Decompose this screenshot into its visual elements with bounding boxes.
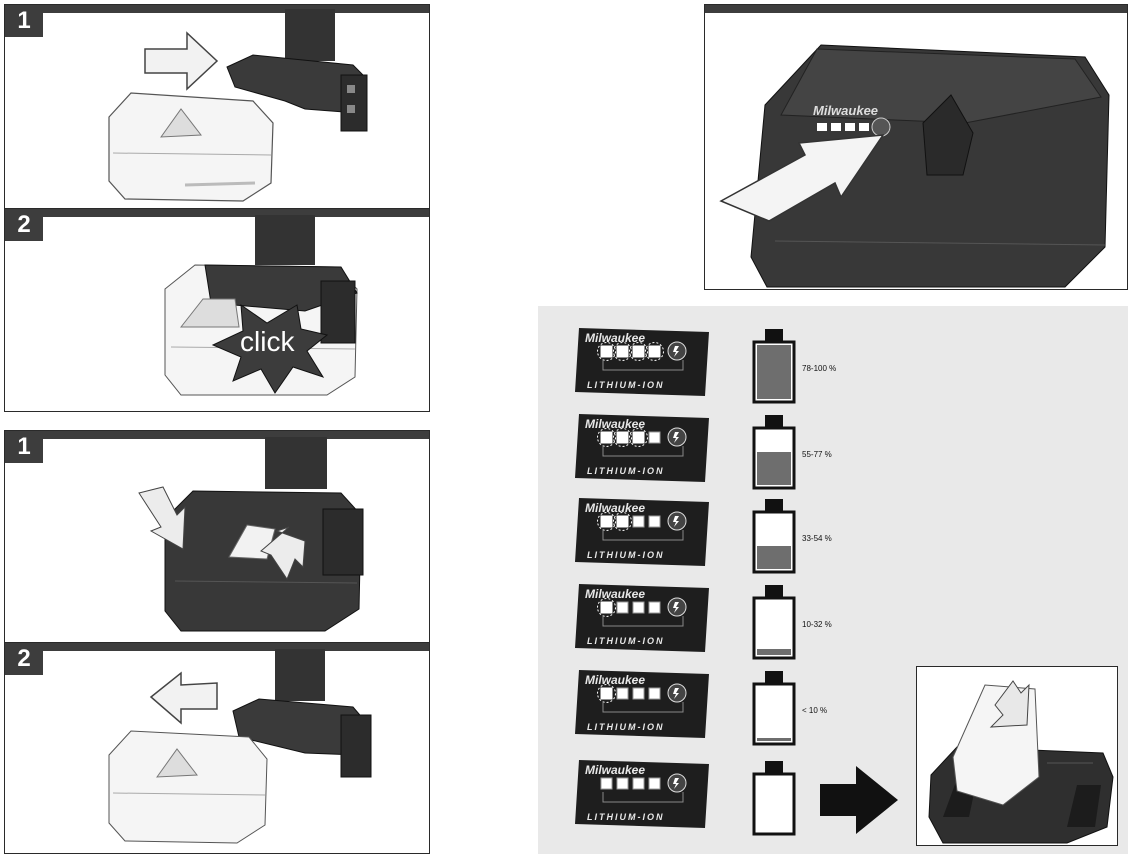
gauge-subtitle: LITHIUM-ION (587, 550, 665, 560)
fuel-gauge-button-panel: Milwaukee (704, 4, 1128, 290)
step-number: 2 (5, 643, 43, 675)
remove-step-1-panel: 1 (4, 430, 430, 644)
panel-header-bar (705, 5, 1127, 13)
brand-logo: Milwaukee (585, 763, 645, 777)
brand-logo: Milwaukee (585, 417, 645, 431)
brand-logo: Milwaukee (585, 331, 645, 345)
click-label: click (240, 326, 295, 357)
release-arrow-icon (260, 526, 306, 581)
charger-panel (916, 666, 1118, 846)
gauge-subtitle: LITHIUM-ION (587, 812, 665, 822)
fuel-gauge-graphic: Milwaukee LITHIUM-ION (573, 758, 711, 830)
click-burst-icon (211, 303, 329, 394)
insert-arrow-icon (989, 680, 1030, 728)
battery-level-icon (752, 670, 798, 746)
panel-header-bar (5, 431, 429, 439)
step-number: 1 (5, 5, 43, 37)
gauge-subtitle: LITHIUM-ION (587, 380, 665, 390)
battery-insert-illustration (108, 9, 368, 202)
led-indicator (859, 123, 869, 131)
step-number: 1 (5, 431, 43, 463)
press-arrow-icon (719, 134, 885, 222)
fuel-gauge-graphic: Milwaukee LITHIUM-ION (573, 326, 711, 398)
brand-logo: Milwaukee (585, 501, 645, 515)
insert-step-1-panel: 1 (4, 4, 430, 210)
insert-step-2-panel: 2 click (4, 208, 430, 412)
battery-remove-illustration (108, 649, 372, 844)
led-indicator (845, 123, 855, 131)
remove-step-2-panel: 2 (4, 642, 430, 854)
push-arrow-icon (144, 31, 219, 91)
gauge-button-icon (871, 117, 891, 137)
charge-percentage-label: 10-32 % (802, 620, 832, 629)
fuel-gauge-graphic: Milwaukee LITHIUM-ION (573, 668, 711, 740)
gauge-subtitle: LITHIUM-ION (587, 722, 665, 732)
gauge-subtitle: LITHIUM-ION (587, 466, 665, 476)
charge-percentage-label: 55-77 % (802, 450, 832, 459)
battery-level-icon (752, 414, 798, 490)
fuel-gauge-graphic: Milwaukee LITHIUM-ION (573, 496, 711, 568)
charge-percentage-label: < 10 % (802, 706, 828, 715)
led-indicator (831, 123, 841, 131)
brand-logo: Milwaukee (813, 103, 878, 118)
battery-level-icon (752, 760, 798, 836)
panel-header-bar (5, 209, 429, 217)
brand-logo: Milwaukee (585, 673, 645, 687)
fuel-gauge-graphic: Milwaukee LITHIUM-ION (573, 412, 711, 484)
gauge-subtitle: LITHIUM-ION (587, 636, 665, 646)
fuel-gauge-press-illustration: Milwaukee (719, 44, 1110, 288)
fuel-gauge-graphic: Milwaukee LITHIUM-ION (573, 582, 711, 654)
step-number: 2 (5, 209, 43, 241)
panel-header-bar (5, 643, 429, 651)
charger-illustration (928, 680, 1114, 844)
charge-percentage-label: 78-100 % (802, 364, 837, 373)
battery-release-illustration (138, 437, 364, 632)
release-arrow-icon (138, 486, 186, 550)
charge-percentage-label: 33-54 % (802, 534, 832, 543)
battery-level-icon (752, 584, 798, 660)
brand-logo: Milwaukee (585, 587, 645, 601)
battery-level-icon (752, 498, 798, 574)
pull-arrow-icon (149, 671, 218, 725)
led-indicator (817, 123, 827, 131)
panel-header-bar (5, 5, 429, 13)
battery-click-illustration: click (164, 215, 358, 396)
battery-level-icon (752, 328, 798, 404)
